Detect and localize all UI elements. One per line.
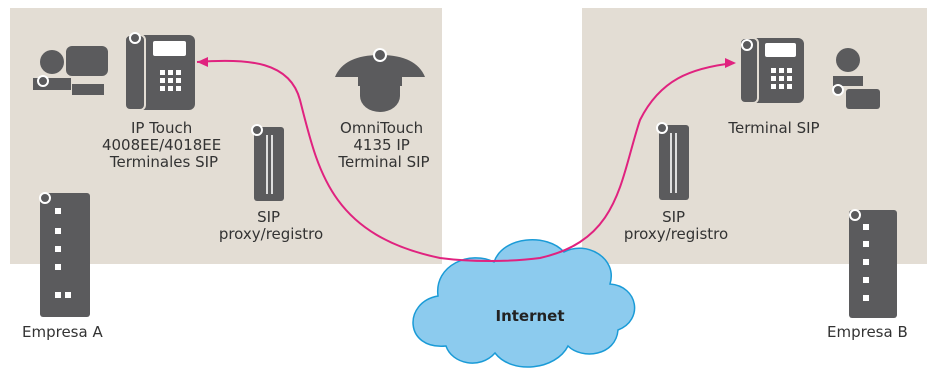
- building-icon: [849, 209, 897, 318]
- internet-cloud: [412, 239, 636, 368]
- company-a-label: Empresa A: [22, 323, 103, 341]
- company-b-label: Empresa B: [827, 323, 908, 341]
- sip-call-path: [196, 59, 735, 262]
- proxy-a-label: SIP proxy/registro: [219, 208, 323, 243]
- arrow-head-right: [725, 58, 736, 68]
- conference-phone-icon: [335, 48, 425, 112]
- internet-label: Internet: [495, 307, 564, 325]
- proxy-b-label: SIP proxy/registro: [624, 208, 728, 243]
- ip-touch-label: IP Touch 4008EE/4018EE Terminales SIP: [102, 119, 226, 171]
- desk-phone-icon: [739, 37, 804, 104]
- server-icon: [251, 124, 284, 201]
- building-icon: [39, 192, 90, 317]
- terminal-b-label: Terminal SIP: [727, 119, 819, 137]
- user-at-computer-icon: [33, 46, 108, 95]
- arrow-head-left: [197, 57, 208, 67]
- desk-phone-icon: [124, 32, 195, 111]
- server-icon: [656, 122, 689, 200]
- omnitouch-label: OmniTouch 4135 IP Terminal SIP: [337, 119, 429, 171]
- user-icon: [832, 48, 880, 109]
